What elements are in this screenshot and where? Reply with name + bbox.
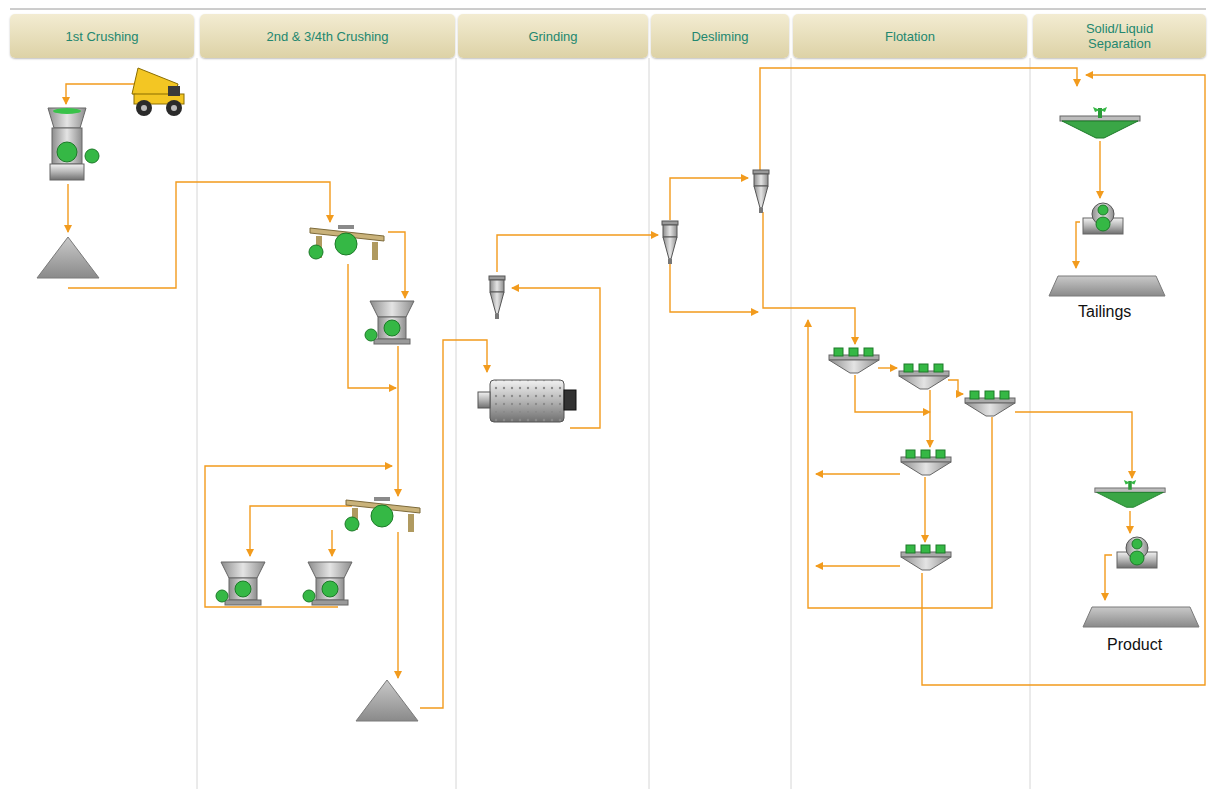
stage-header: 1st Crushing bbox=[10, 14, 194, 58]
equipment-icons bbox=[37, 68, 1199, 721]
stage-title: 2nd & 3/4th Crushing bbox=[266, 29, 388, 44]
stage-header: Solid/Liquid Separation bbox=[1033, 14, 1206, 58]
stage-title: 1st Crushing bbox=[66, 29, 139, 44]
stage-header: Flotation bbox=[793, 14, 1027, 58]
stage-title: Grinding bbox=[528, 29, 577, 44]
stage-header: 2nd & 3/4th Crushing bbox=[200, 14, 455, 58]
stage-title: Solid/Liquid Separation bbox=[1060, 21, 1180, 51]
column-dividers bbox=[197, 58, 1030, 789]
stage-title: Flotation bbox=[885, 29, 935, 44]
stage-header: Desliming bbox=[651, 14, 789, 58]
stage-title: Desliming bbox=[691, 29, 748, 44]
output-label: Tailings bbox=[1078, 303, 1131, 321]
stage-header: Grinding bbox=[458, 14, 648, 58]
output-label: Product bbox=[1107, 636, 1162, 654]
top-rule bbox=[10, 9, 1206, 10]
flow-lines bbox=[66, 68, 1205, 708]
